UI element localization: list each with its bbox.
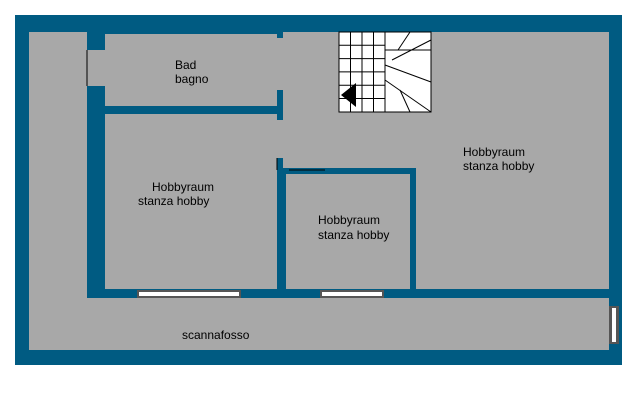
window-center-glass xyxy=(322,292,382,296)
bath-label-it: bagno xyxy=(175,72,209,86)
scannafosso-floor xyxy=(29,32,87,350)
hobby-right-floor-lower xyxy=(416,160,609,289)
stair-arrow-icon xyxy=(341,83,356,107)
bath-floor xyxy=(105,34,277,106)
stair-step xyxy=(384,79,432,113)
scannafosso-floor-bottom xyxy=(29,298,609,350)
staircase xyxy=(338,31,432,113)
corridor-label: scannafosso xyxy=(182,328,250,342)
stair-step xyxy=(384,64,432,83)
window-left-glass xyxy=(139,292,239,296)
hobby-left-label-de: Hobbyraum xyxy=(152,180,214,194)
hobby-left-floor xyxy=(105,114,277,289)
stair-step xyxy=(391,39,432,61)
stair-step xyxy=(397,31,411,51)
door-gap-bath xyxy=(277,38,283,90)
corridor-door-glass xyxy=(612,308,616,342)
stair-step xyxy=(399,89,411,113)
hobby-center-label-it: stanza hobby xyxy=(318,228,389,242)
door-gap-left xyxy=(87,50,105,86)
hobby-right-label-de: Hobbyraum xyxy=(463,145,525,159)
hobby-right-label-it: stanza hobby xyxy=(463,159,534,173)
hobby-center-label-de: Hobbyraum xyxy=(318,213,380,227)
door-gap-hobby-left xyxy=(277,120,283,158)
hobby-center-floor xyxy=(286,174,410,289)
hobby-right-floor xyxy=(283,32,609,168)
bath-label-de: Bad xyxy=(175,58,196,72)
hobby-left-label-it: stanza hobby xyxy=(138,194,209,208)
